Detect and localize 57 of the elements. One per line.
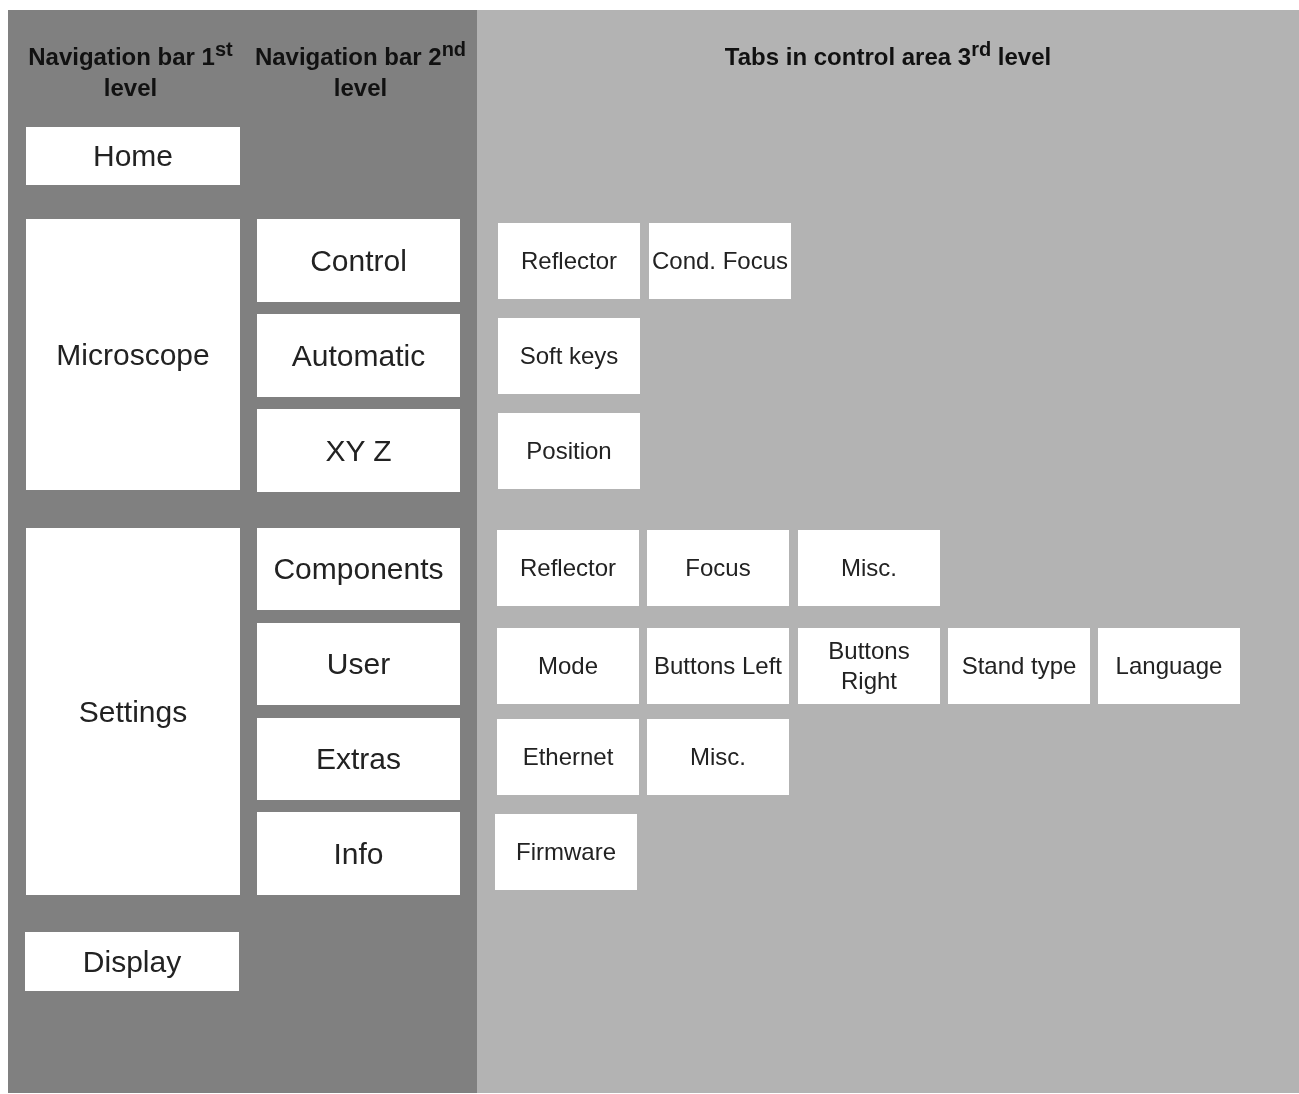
menu-item (257, 314, 460, 397)
item-label: Components (273, 552, 444, 586)
tab (647, 719, 789, 795)
item-label: Automatic (291, 338, 426, 373)
item-label: Misc. (690, 742, 746, 772)
menu-item (25, 932, 239, 991)
item-label: XY Z (325, 433, 392, 468)
item-label: Misc. (841, 553, 897, 583)
menu-item (257, 409, 460, 492)
panel-background (8, 10, 477, 1093)
tab (498, 223, 640, 299)
tab (497, 530, 639, 606)
column-heading: Navigation bar 1$^{st}$ level (27, 37, 234, 103)
panel-background (477, 10, 1299, 1093)
item-label: Firmware (516, 837, 616, 867)
menu-item (257, 718, 460, 800)
tab (948, 628, 1090, 704)
tab (498, 413, 640, 489)
item-label: Info (333, 836, 384, 871)
item-label: Ethernet (522, 742, 614, 772)
item-label: User (326, 647, 391, 681)
tab (649, 223, 791, 299)
tab (495, 814, 637, 890)
column-heading: Tabs in control area 3$^{rd}$ level (723, 37, 1053, 72)
menu-item (26, 219, 240, 490)
tab (798, 530, 940, 606)
menu-item (257, 812, 460, 895)
item-label: Microscope (56, 337, 210, 372)
item-label: Soft keys (519, 341, 619, 371)
tab (647, 530, 789, 606)
tab (647, 628, 789, 704)
item-label: Display (82, 944, 182, 979)
menu-item (26, 127, 240, 185)
item-label: Reflector (519, 553, 616, 583)
item-label: Position (526, 436, 612, 466)
item-label: Stand type (961, 651, 1077, 681)
item-label: Language (1115, 651, 1223, 681)
item-label: Home (93, 139, 173, 173)
menu-item (257, 623, 460, 705)
column-heading: Navigation bar 2$^{nd}$ level (253, 37, 468, 103)
item-label: Mode (537, 651, 598, 681)
item-label: Extras (316, 742, 401, 776)
tab (498, 318, 640, 394)
item-label: Settings (78, 694, 188, 729)
item-label: Control (310, 243, 407, 278)
item-label: Buttons Right (827, 636, 911, 696)
menu-item (26, 528, 240, 895)
item-label: Buttons Left (653, 651, 783, 681)
menu-item (257, 219, 460, 302)
menu-item (257, 528, 460, 610)
tab (497, 628, 639, 704)
item-label: Focus (685, 553, 751, 583)
item-label: Reflector (520, 246, 617, 276)
item-label: Cond. Focus (651, 246, 789, 276)
tab (497, 719, 639, 795)
tab (1098, 628, 1240, 704)
tab (798, 628, 940, 704)
